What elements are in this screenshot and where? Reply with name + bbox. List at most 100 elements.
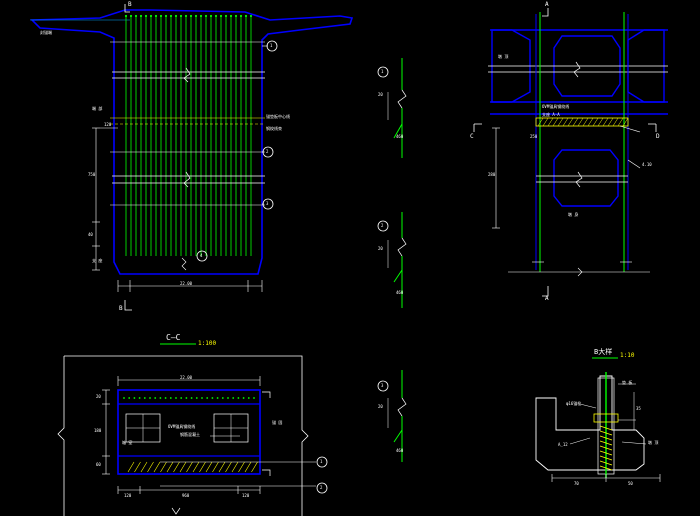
cc-tendon-dot — [164, 397, 167, 399]
bearing-hatch-line — [587, 117, 594, 127]
cc-label-concrete: 钢筋混凝土 — [180, 432, 200, 437]
bearing-hatch-line — [537, 117, 544, 127]
cc-box-outline — [117, 389, 261, 475]
profile-1-callout: 1 — [381, 69, 384, 74]
cc-bottom-dim-1: 120 — [124, 493, 132, 498]
profile-2-dim-b: 460 — [396, 290, 404, 295]
anchor-coil-line — [599, 425, 613, 431]
bearing-hatch-line — [547, 117, 554, 127]
detail-b-dim-2: 70 — [574, 481, 579, 486]
profile-3-dim-a: 20 — [378, 404, 383, 409]
cc-tendon-dot — [138, 397, 141, 399]
cc-tendon-dot — [169, 397, 172, 399]
plan-left-dim-3: 40 — [88, 232, 93, 237]
cc-section — [57, 343, 328, 516]
cc-bottom-dim-3: 120 — [242, 493, 250, 498]
plan-callout-1-text: 1 — [270, 43, 273, 48]
cc-left-dim-1: 20 — [96, 394, 101, 399]
mark-b-bottom: B — [119, 305, 123, 312]
cc-tendon-dot — [185, 397, 188, 399]
profile-1-dim-a: 20 — [378, 92, 383, 97]
plan-tendon-anchor — [209, 14, 213, 18]
cc-tendon-dot — [159, 397, 162, 399]
tendon-profiles — [377, 58, 407, 462]
profile-2-callout: 2 — [381, 223, 384, 228]
plan-note-strands: 钢绞线束 — [266, 126, 282, 131]
cc-tendon-dot — [211, 397, 214, 399]
cc-hatch-line — [238, 461, 245, 473]
cc-tendon-dot — [123, 397, 125, 399]
bearing-hatch-line — [567, 117, 574, 127]
bearing-plate — [535, 117, 629, 127]
cc-hatch-line — [199, 461, 206, 473]
plan-tendon-anchor — [184, 14, 188, 18]
cc-tendon-dot — [242, 397, 245, 399]
cc-hatch-line — [160, 461, 167, 473]
plan-tendon-anchor — [234, 14, 238, 18]
tendon-profile-1 — [377, 58, 407, 158]
cc-hatch-line — [179, 461, 187, 473]
detail-b-dim-3: 50 — [628, 481, 633, 486]
plan-tendon-anchor — [219, 14, 223, 18]
mark-c-left: C — [470, 133, 474, 140]
plan-tendon-anchor — [189, 14, 193, 18]
plan-tendon-anchor — [129, 14, 133, 18]
elev-dim-height: 280 — [488, 172, 496, 177]
bearing-hatch-line — [542, 117, 549, 127]
plan-tendon-anchor — [144, 14, 148, 18]
cc-tendon-dot — [201, 397, 203, 399]
cc-hatch-line — [218, 461, 226, 473]
cc-hatch-line — [212, 461, 219, 473]
profile-2-dim-a: 20 — [378, 246, 383, 251]
cc-tendon-dot — [190, 397, 193, 399]
plan-left-dim-2: 750 — [88, 172, 96, 177]
cc-hatch-line — [231, 461, 239, 473]
plan-tendon-anchor — [124, 14, 128, 18]
cc-tendon-dot — [206, 397, 209, 399]
cc-left-dim-2: 180 — [94, 428, 102, 433]
tendon-profile-3 — [377, 370, 407, 462]
bearing-hatch-line — [557, 117, 564, 127]
cc-section-scale: 1:100 — [198, 340, 217, 347]
cc-tendon-dot — [253, 397, 255, 399]
anchor-coil-line — [599, 450, 613, 456]
cc-tendon-dot — [143, 397, 146, 399]
plan-tendon-anchor — [154, 14, 158, 18]
cc-hatch-line — [134, 461, 141, 473]
cc-hatch-line — [173, 461, 180, 473]
profile-3-callout: 3 — [381, 383, 384, 388]
anchor-coil-line — [599, 465, 613, 471]
plan-note-bearing: 支 座 — [92, 258, 103, 263]
cc-bottom-dim-2: 960 — [182, 493, 190, 498]
cc-tendon-dot — [216, 397, 219, 399]
plan-tendon-anchor — [134, 14, 138, 18]
cc-tendon-dots — [123, 397, 255, 399]
plan-note-anchor-end: 封锚端 — [40, 30, 52, 35]
plan-overall-dim: 22.00 — [180, 281, 193, 286]
cc-tendon-dot — [237, 397, 240, 399]
detail-b-dim-1: 35 — [636, 406, 641, 411]
bearing-hatch-line — [582, 117, 589, 127]
cc-tendon-dot — [195, 397, 198, 399]
plan-note-end: 端 部 — [92, 106, 103, 111]
bearing-hatch — [537, 117, 629, 127]
plan-outline — [30, 9, 354, 275]
plan-tendon-anchor — [174, 14, 178, 18]
detail-b — [535, 357, 661, 482]
detail-b-label-a12: A_12 — [558, 442, 568, 447]
cc-tendon-dot — [128, 397, 131, 399]
bearing-hatch-line — [552, 117, 559, 127]
plan-left-dim-1: 120 — [104, 122, 112, 127]
elev-label-bearing: 支座 A-A — [542, 112, 560, 117]
cc-tendon-dot — [221, 397, 224, 399]
plan-tendon-anchor — [159, 14, 163, 18]
profile-1-dim-b: 460 — [396, 134, 404, 139]
cc-tendon-dot — [247, 397, 250, 399]
cc-label-anchor: OVM锚具钢绞线 — [168, 424, 196, 429]
cc-hatch-line — [166, 461, 174, 473]
cc-tendon-dot — [180, 397, 183, 399]
bearing-hatch-line — [602, 117, 609, 127]
elev-label-elev: 4.10 — [642, 162, 652, 167]
plan-tendon-anchor — [244, 14, 248, 18]
